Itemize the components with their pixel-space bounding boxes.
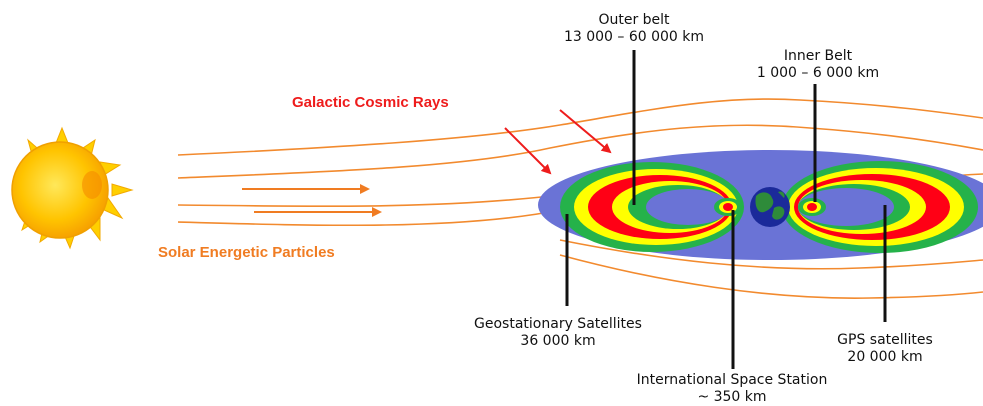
inner-belt-distance: 1 000 – 6 000 km	[756, 65, 880, 81]
inner-belt-label: Inner Belt 1 000 – 6 000 km	[728, 48, 908, 82]
solar-energetic-particles-label: Solar Energetic Particles	[158, 244, 335, 261]
galactic-cosmic-rays-label: Galactic Cosmic Rays	[292, 94, 449, 111]
field-line	[559, 254, 983, 299]
gps-distance: 20 000 km	[847, 349, 923, 365]
field-line	[559, 239, 983, 270]
gps-label: GPS satellites 20 000 km	[810, 332, 960, 366]
geostationary-distance: 36 000 km	[520, 333, 596, 349]
field-line	[177, 194, 561, 208]
field-line	[177, 209, 561, 227]
solar-particle-arrows	[242, 184, 382, 217]
cosmic-ray-arrows	[504, 109, 612, 175]
inner-belt-title: Inner Belt	[783, 48, 853, 64]
field-line	[177, 98, 983, 156]
iss-distance: ~ 350 km	[697, 389, 767, 405]
geostationary-label: Geostationary Satellites 36 000 km	[428, 316, 688, 350]
cosmic-ray-arrow	[559, 109, 612, 154]
earth-icon	[750, 187, 790, 227]
indicator-lines	[565, 50, 887, 369]
gps-title: GPS satellites	[837, 332, 933, 348]
outer-belt-label: Outer belt 13 000 – 60 000 km	[534, 12, 734, 46]
sun-icon	[11, 126, 134, 250]
outer-belt-distance: 13 000 – 60 000 km	[563, 29, 705, 45]
geostationary-title: Geostationary Satellites	[474, 316, 642, 332]
outer-belt-title: Outer belt	[598, 12, 670, 28]
iss-title: International Space Station	[636, 372, 828, 388]
cosmic-ray-arrow	[504, 127, 552, 175]
